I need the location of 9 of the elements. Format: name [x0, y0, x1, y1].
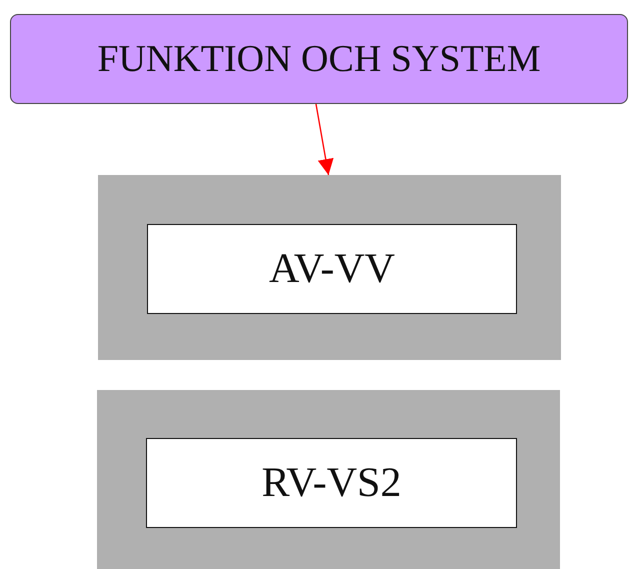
node-label: FUNKTION OCH SYSTEM [97, 37, 541, 81]
node-label: RV-VS2 [262, 459, 402, 507]
arrow [315, 104, 334, 176]
title-box [10, 14, 628, 104]
panel-background [97, 390, 560, 569]
panel-background [98, 175, 561, 360]
node-label: AV-VV [268, 245, 396, 293]
system-box [146, 438, 517, 528]
system-box [147, 224, 517, 314]
